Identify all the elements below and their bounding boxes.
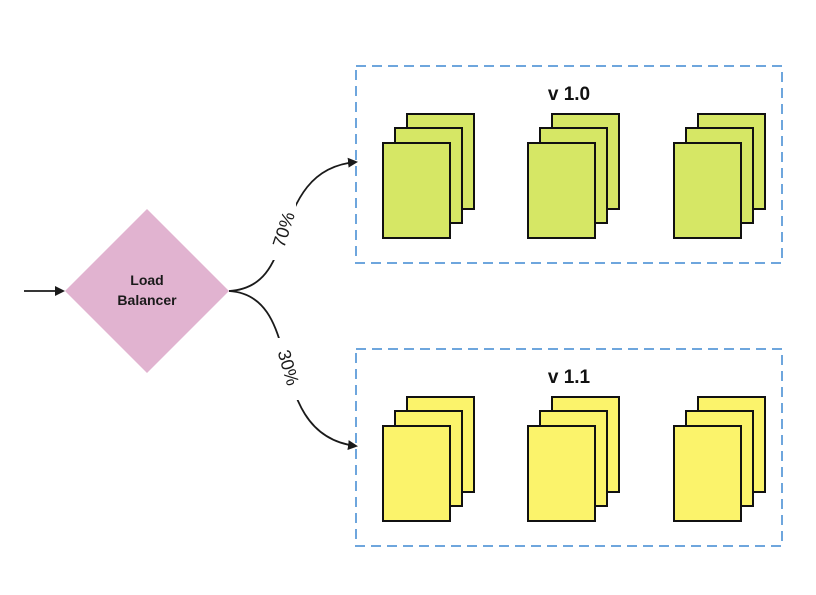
group-border-v1-0 [355, 65, 783, 264]
instance-stack [527, 113, 620, 239]
group-border-v1-1 [355, 348, 783, 547]
version-group-v1-0: v 1.0 [355, 65, 783, 264]
instance-card-front [382, 142, 451, 239]
instance-card-front [382, 425, 451, 522]
load-balancer-label-line2: Balancer [117, 292, 177, 308]
instance-stack [673, 396, 766, 522]
instance-card-front [527, 425, 596, 522]
load-balancer: Load Balancer [65, 209, 229, 373]
percent-label-bg-2 [272, 338, 300, 400]
version-group-v1-1: v 1.1 [355, 348, 783, 547]
instance-card-front [527, 142, 596, 239]
instance-stack [527, 396, 620, 522]
instance-stack [382, 396, 475, 522]
group-title-v1-1: v 1.1 [548, 367, 591, 388]
percent-label-bg-1 [268, 198, 296, 260]
instance-stacks-v1-1 [382, 396, 766, 522]
load-balancer-label-line1: Load [130, 272, 163, 288]
load-balancer-diamond [65, 209, 229, 373]
instance-card-front [673, 425, 742, 522]
group-title-v1-0: v 1.0 [548, 84, 590, 105]
instance-stack [673, 113, 766, 239]
instance-card-front [673, 142, 742, 239]
instance-stack [382, 113, 475, 239]
instance-stacks-v1-0 [382, 113, 766, 239]
